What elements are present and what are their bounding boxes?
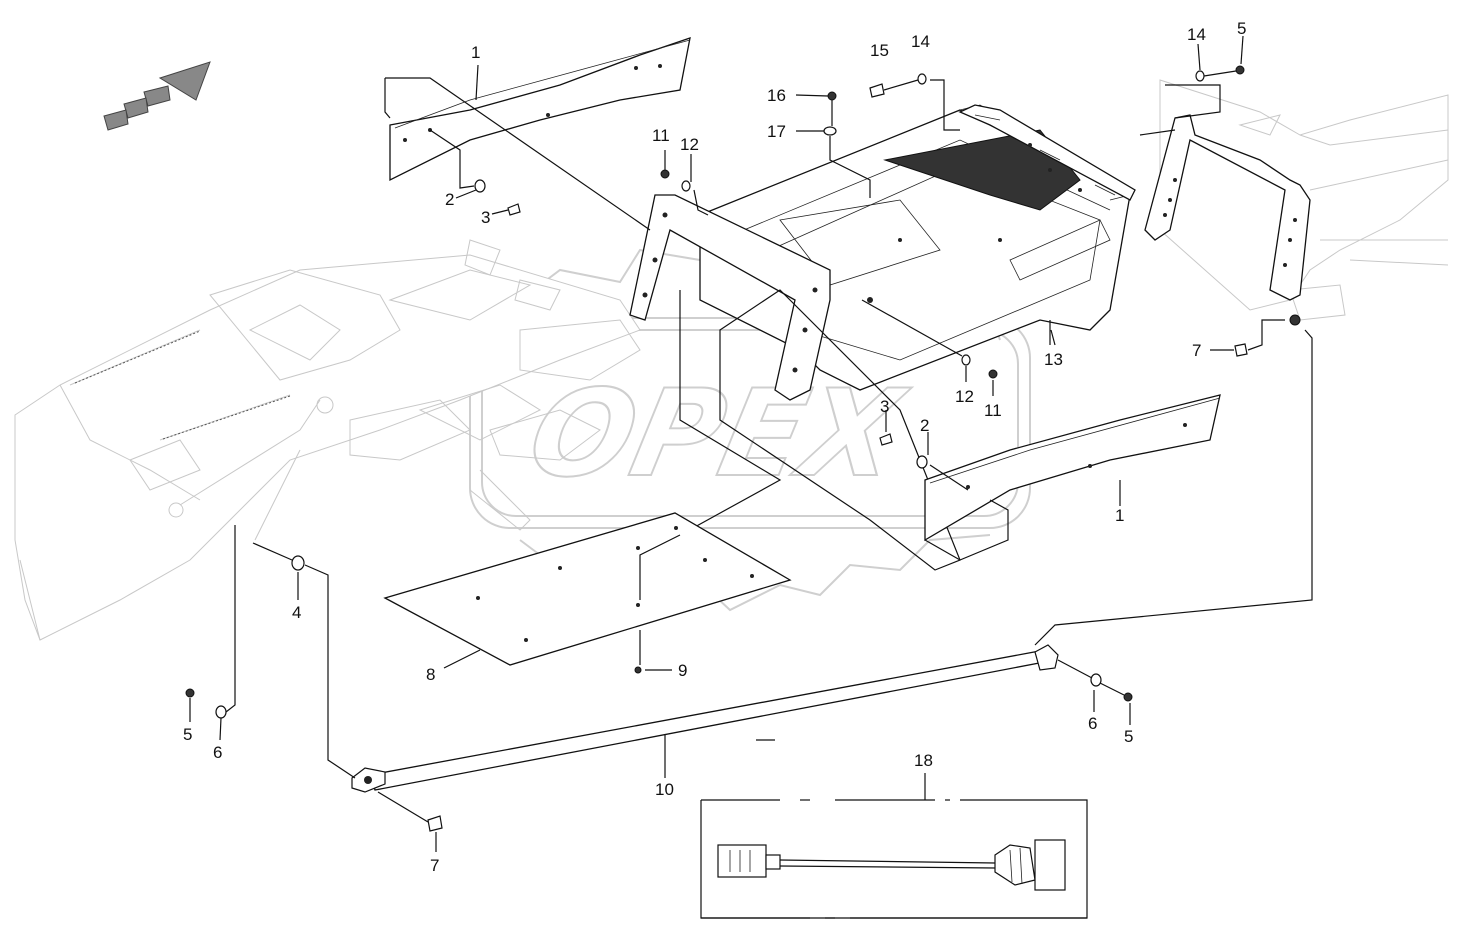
leader-lines	[189, 35, 1313, 852]
callout-12-bottom: 12	[955, 387, 974, 406]
ghost-machine-left	[14, 239, 641, 641]
callout-10: 10	[655, 780, 674, 799]
callout-1-lower: 1	[1115, 506, 1124, 525]
callout-6-right: 6	[1088, 714, 1097, 733]
lower-frame-outline	[634, 289, 961, 571]
spring-lower	[159, 394, 291, 441]
callout-15: 15	[870, 41, 889, 60]
callout-4: 4	[292, 603, 301, 622]
front-bracket	[629, 194, 831, 401]
callout-11-bottom: 11	[984, 401, 1002, 420]
callout-16: 16	[767, 86, 786, 105]
callout-5-top: 5	[1237, 19, 1246, 38]
callout-5-right: 5	[1124, 727, 1133, 746]
right-bracket	[1144, 114, 1311, 326]
callout-2-left: 2	[445, 190, 454, 209]
part-18-cable-box	[700, 773, 1088, 919]
callout-5-left: 5	[183, 725, 192, 744]
callout-labels: 1 1 2 2 3 3 4 5 5 5 6 6 7 7 8 9 10 11 11…	[183, 19, 1246, 875]
direction-arrow-icon	[103, 61, 211, 131]
callout-7-bottom: 7	[430, 856, 439, 875]
callout-1-upper: 1	[471, 43, 480, 62]
callout-9: 9	[678, 661, 687, 680]
callout-14-center: 14	[911, 32, 930, 51]
callout-7-right: 7	[1192, 341, 1201, 360]
callout-17: 17	[767, 122, 786, 141]
part-18-cable	[717, 839, 1066, 891]
spring-upper	[69, 329, 201, 386]
callout-3-right: 3	[880, 397, 889, 416]
part-8-plate	[383, 512, 792, 666]
callout-11-top: 11	[652, 126, 670, 145]
spring-arm	[168, 396, 334, 541]
callout-2-right: 2	[920, 416, 929, 435]
callout-18: 18	[914, 751, 933, 770]
callout-3-left: 3	[481, 208, 490, 227]
callout-8: 8	[426, 665, 435, 684]
part-1-lower-panel	[924, 394, 1221, 561]
callout-14-right: 14	[1187, 25, 1206, 44]
callout-12-top: 12	[680, 135, 699, 154]
hardware-items	[185, 65, 1248, 832]
part-1-upper-panel	[384, 37, 691, 182]
callout-13: 13	[1044, 350, 1063, 369]
callout-6-left: 6	[213, 743, 222, 762]
part-10-rod	[351, 644, 1059, 793]
